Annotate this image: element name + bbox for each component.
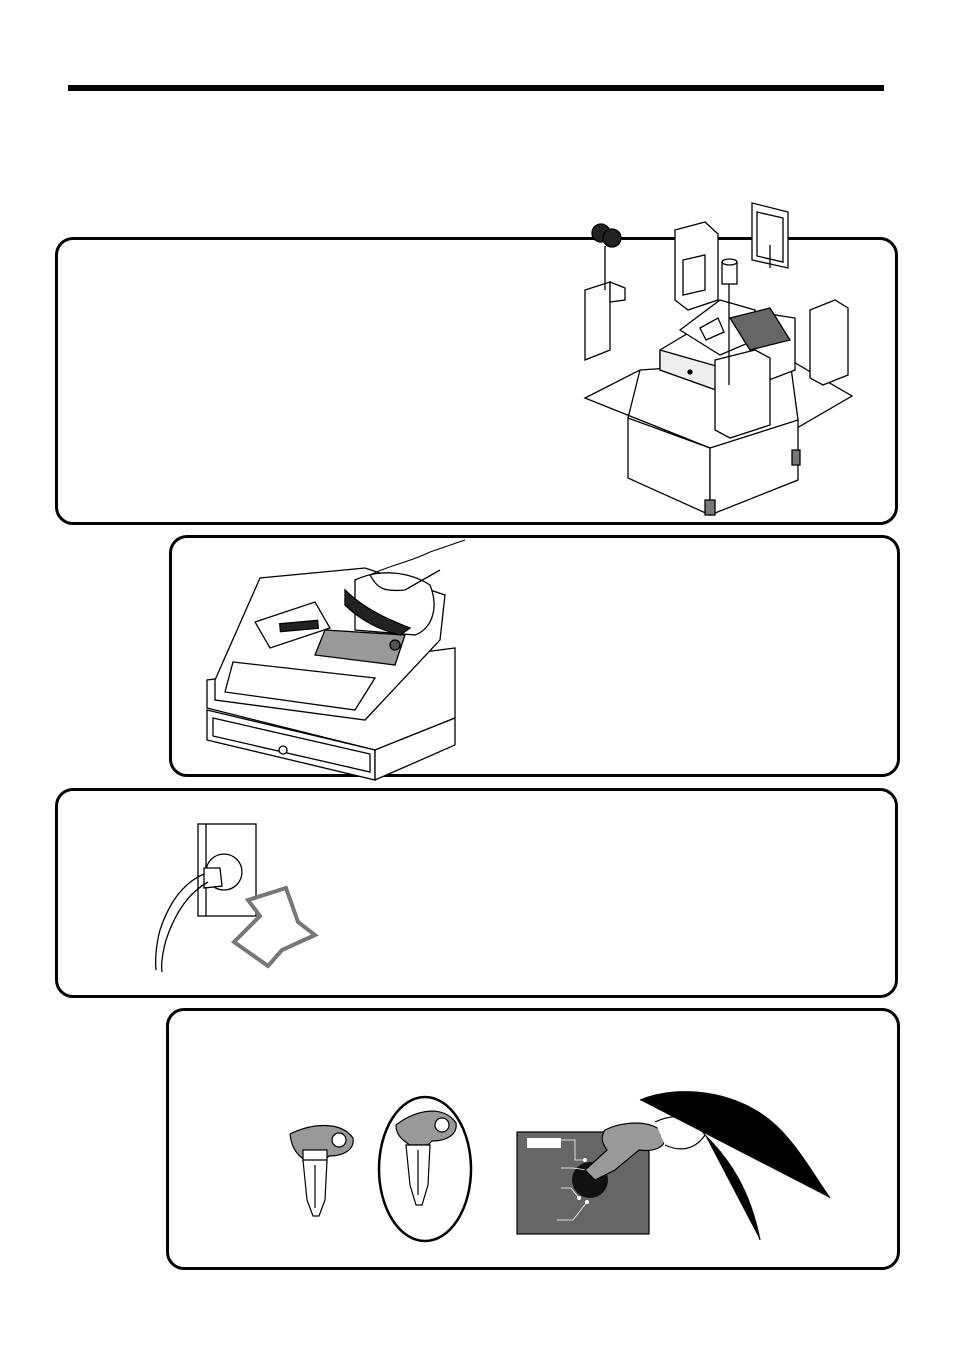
- key-icon: [285, 1120, 360, 1225]
- cash-register-box-illustration: [580, 200, 860, 520]
- arrow-icon: [234, 888, 315, 966]
- key-highlight-oval: [376, 1095, 476, 1243]
- cash-register-illustration: [205, 540, 470, 785]
- header-rule: [68, 85, 884, 91]
- power-outlet-illustration: [150, 820, 330, 975]
- mode-switch-illustration: [515, 1090, 835, 1240]
